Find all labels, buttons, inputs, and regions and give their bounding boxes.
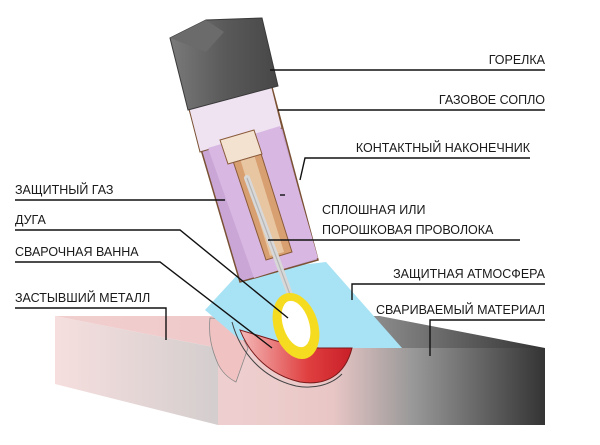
leader-atmosphere bbox=[351, 283, 545, 300]
label-shielding-atmosphere: ЗАЩИТНАЯ АТМОСФЕРА bbox=[393, 267, 546, 281]
leader-lines bbox=[15, 69, 545, 356]
label-solidified-metal: ЗАСТЫВШИЙ МЕТАЛЛ bbox=[15, 290, 150, 305]
label-wire-line2: ПОРОШКОВАЯ ПРОВОЛОКА bbox=[322, 223, 494, 237]
weld-pool-outline bbox=[231, 321, 343, 388]
arc-core bbox=[281, 300, 311, 348]
label-wire-line1: СПЛОШНАЯ ИЛИ bbox=[322, 203, 425, 217]
label-weld-pool: СВАРОЧНАЯ ВАННА bbox=[15, 245, 139, 259]
contact-tip-block bbox=[219, 129, 263, 165]
leader-base-material bbox=[429, 319, 545, 356]
label-shielding-gas: ЗАЩИТНЫЙ ГАЗ bbox=[15, 182, 113, 197]
leader-contact-tip-path bbox=[299, 157, 530, 181]
wire-electrode-highlight bbox=[246, 177, 293, 301]
label-arc: ДУГА bbox=[15, 213, 46, 227]
label-contact-tip: КОНТАКТНЫЙ НАКОНЕЧНИК bbox=[356, 140, 531, 155]
torch-cap-notch bbox=[170, 20, 224, 52]
leader-solid-metal bbox=[15, 307, 167, 340]
leader-arc bbox=[15, 229, 289, 319]
contact-tip-inner bbox=[238, 148, 284, 256]
label-base-material: СВАРИВАЕМЫЙ МАТЕРИАЛ bbox=[376, 302, 545, 317]
leader-weld-pool bbox=[15, 261, 273, 349]
label-torch: ГОРЕЛКА bbox=[489, 53, 546, 67]
label-gas-nozzle: ГАЗОВОЕ СОПЛО bbox=[439, 93, 545, 107]
